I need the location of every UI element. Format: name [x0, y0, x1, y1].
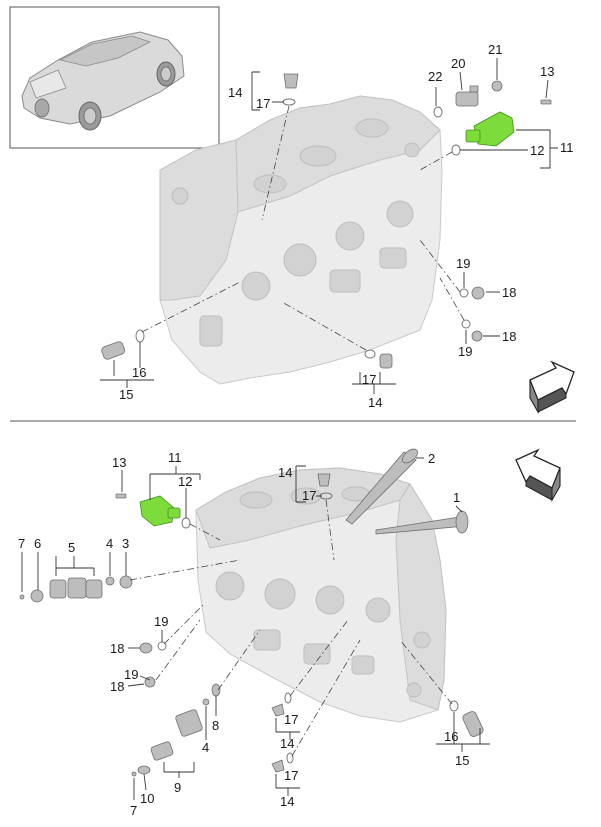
callout-2-bottom: 2	[428, 451, 435, 466]
plug-18a-bottom	[139, 642, 153, 654]
callout-16-bottom: 16	[444, 729, 458, 744]
callout-18b-bottom: 18	[110, 679, 124, 694]
callout-13-top: 13	[540, 64, 554, 79]
callout-6-bottom: 6	[34, 536, 41, 551]
plug-14-upper-bottom	[317, 473, 331, 487]
sensor-20-top	[455, 85, 479, 107]
plug-15-top	[101, 341, 126, 360]
collet-7b	[131, 771, 137, 777]
plug-14-top	[283, 73, 299, 89]
plug-14-lower-a	[271, 692, 292, 717]
seal-19b-top	[461, 319, 471, 329]
seal-17-top	[282, 98, 296, 106]
exhaust-valve-2	[345, 448, 419, 525]
direction-arrow-back-icon	[515, 448, 561, 503]
callout-3-bottom: 3	[122, 536, 129, 551]
callout-17b-bottom: 17	[284, 712, 298, 727]
callout-16-top: 16	[132, 365, 146, 380]
seal-19a-top	[459, 288, 469, 298]
callout-14c-bottom: 14	[280, 794, 294, 809]
oil-control-valve-top	[465, 111, 515, 147]
bottom-parts	[19, 448, 484, 777]
callout-9-bottom: 9	[174, 780, 181, 795]
callout-19a-top: 19	[456, 256, 470, 271]
callout-20-top: 20	[451, 56, 465, 71]
spring-seat-3	[119, 575, 133, 589]
callout-15-bottom: 15	[455, 753, 469, 768]
callout-14b-bottom: 14	[280, 736, 294, 751]
callout-17c-bottom: 17	[284, 768, 298, 783]
seal-4b	[202, 698, 210, 706]
callout-7a-bottom: 7	[18, 536, 25, 551]
assembly-lines-bottom	[129, 499, 453, 757]
plug-14-bottom-top	[379, 353, 393, 369]
plug-18b-top	[471, 330, 483, 342]
o-ring-12-bottom	[181, 517, 191, 529]
callout-12-top: 12	[530, 143, 544, 158]
callout-10-bottom: 10	[140, 791, 154, 806]
plug-18b-bottom	[144, 676, 156, 688]
bolt-13-top	[540, 99, 552, 105]
callout-14a-bottom: 14	[278, 465, 292, 480]
direction-arrow-forward-icon	[529, 360, 575, 415]
bolt-21-top	[491, 80, 503, 92]
seal-17-bottom-top	[364, 349, 376, 359]
plug-15-bottom	[462, 711, 484, 737]
callout-14a-top: 14	[228, 85, 242, 100]
leader-lines-bottom	[21, 457, 490, 800]
callout-12-bottom: 12	[178, 474, 192, 489]
callout-18b-top: 18	[502, 329, 516, 344]
callout-14b-top: 14	[368, 395, 382, 410]
cylinder-head-bottom	[195, 467, 447, 723]
seal-16-bottom	[449, 700, 459, 712]
callout-4b-bottom: 4	[202, 740, 209, 755]
callout-22-top: 22	[428, 69, 442, 84]
callout-19a-bottom: 19	[154, 614, 168, 629]
retainer-6	[30, 589, 44, 603]
callout-13-bottom: 13	[112, 455, 126, 470]
callout-17a-top: 17	[256, 96, 270, 111]
car-thumbnail-icon	[9, 6, 220, 149]
oil-control-valve-bottom	[139, 495, 181, 527]
leader-lines-top	[100, 58, 558, 394]
retainer-10	[137, 765, 151, 775]
callout-21-top: 21	[488, 42, 502, 57]
callout-18a-top: 18	[502, 285, 516, 300]
callouts-top: 14 17 22 20 21 13 11 12 19 18 19 18 16 1…	[119, 42, 574, 410]
collet-7a	[19, 594, 25, 600]
assembly-lines-top	[141, 105, 465, 351]
seat-8	[211, 683, 221, 697]
cylinder-head-top	[159, 95, 443, 385]
seal-4a	[105, 576, 115, 586]
callout-18a-bottom: 18	[110, 641, 124, 656]
plug-14-lower-b	[271, 752, 294, 773]
callout-19b-top: 19	[458, 344, 472, 359]
valve-springs-9	[150, 709, 203, 761]
callout-7b-bottom: 7	[130, 803, 137, 818]
callout-11-bottom: 11	[168, 450, 182, 465]
callouts-bottom: 13 11 12 14 17 2 1 7 6 5 4 3 19 18 19 18…	[18, 450, 469, 818]
callout-8-bottom: 8	[212, 718, 219, 733]
intake-valve-1	[375, 510, 469, 535]
callout-19b-bottom: 19	[124, 667, 138, 682]
callout-11-top: 11	[560, 140, 574, 155]
callout-17a-bottom: 17	[302, 488, 316, 503]
seal-22-top	[433, 106, 443, 118]
bolt-13-bottom	[115, 493, 127, 499]
plug-18a-top	[471, 286, 485, 300]
callout-1-bottom: 1	[453, 490, 460, 505]
valve-springs-5	[49, 577, 103, 599]
o-ring-12-top	[451, 144, 461, 156]
callout-15-top: 15	[119, 387, 133, 402]
callout-4a-bottom: 4	[106, 536, 113, 551]
callout-5-bottom: 5	[68, 540, 75, 555]
callout-17b-top: 17	[362, 372, 376, 387]
top-parts	[101, 73, 552, 369]
